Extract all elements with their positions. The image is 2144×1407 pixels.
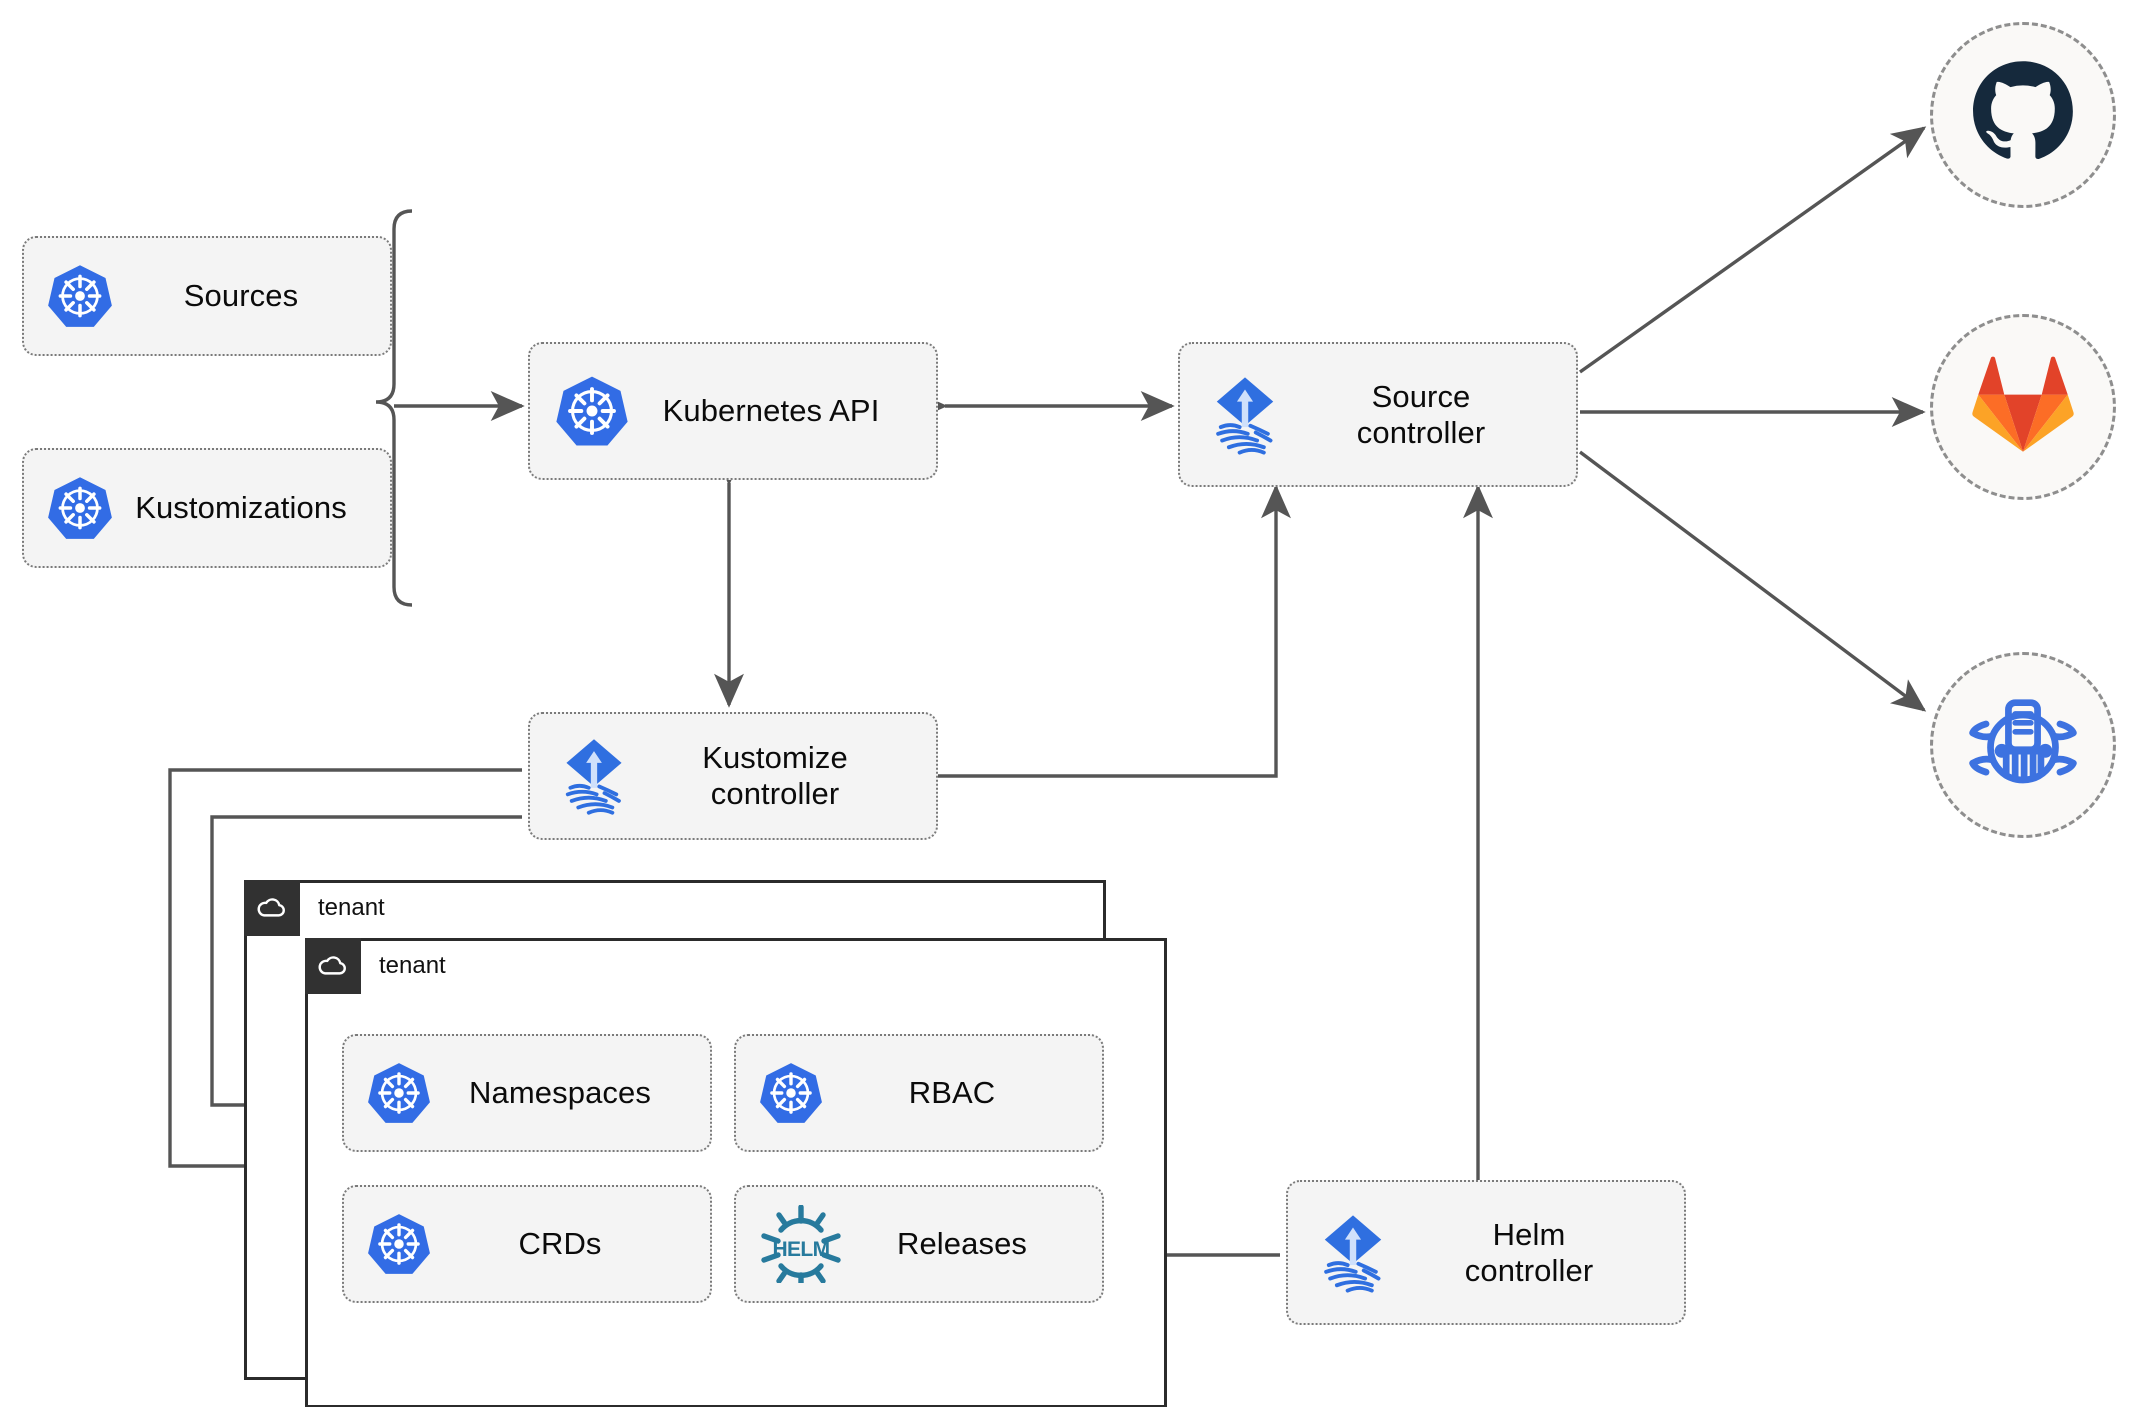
kubernetes-icon [554,373,630,449]
node-label: CRDs [518,1226,602,1262]
chart-repository-icon [1967,687,2079,804]
kubernetes-icon [46,262,114,330]
tenant-label-outer: tenant [318,894,385,921]
provider-chart-repository[interactable] [1930,652,2116,838]
kubernetes-icon [758,1060,824,1126]
edge-kustomizectrl-sourcectrl [938,484,1291,778]
tenant-frame-inner: tenant [305,938,1167,1407]
node-label: Sources [183,278,299,314]
flux-icon [552,734,636,818]
provider-github[interactable] [1930,22,2116,208]
node-rbac[interactable]: RBAC [734,1034,1104,1152]
gitlab-icon [1971,356,2075,459]
node-kubernetes-api[interactable]: Kubernetes API [528,342,938,480]
node-label: Kustomize controller [702,740,848,811]
node-label: Namespaces [469,1075,651,1111]
node-label: Helm controller [1464,1216,1594,1288]
kubernetes-icon [366,1211,432,1277]
svg-text:HELM: HELM [772,1238,829,1261]
tenant-label-inner: tenant [379,952,446,979]
kubernetes-icon [46,474,114,542]
node-kustomizations[interactable]: Kustomizations [22,448,392,568]
node-label: Releases [896,1226,1028,1262]
node-label: RBAC [908,1075,996,1111]
edge-sourcectrl-chartrepo [1578,450,1927,712]
provider-gitlab[interactable] [1930,314,2116,500]
node-label: Kubernetes API [662,393,880,429]
tenant-tab-outer: tenant [244,880,385,936]
edge-sourcectrl-github [1579,126,1927,374]
github-icon [1969,59,2077,172]
node-label: Source controller [1356,378,1486,450]
node-sources[interactable]: Sources [22,236,392,356]
cloud-icon [244,880,300,936]
flux-icon [1310,1210,1396,1296]
node-releases[interactable]: HELM Releases [734,1185,1104,1303]
helm-icon: HELM [758,1205,844,1283]
cloud-icon [305,938,361,994]
node-kustomize-controller[interactable]: Kustomize controller [528,712,938,840]
flux-icon [1202,372,1288,458]
node-namespaces[interactable]: Namespaces [342,1034,712,1152]
node-label: Kustomizations [135,490,347,526]
kubernetes-icon [366,1060,432,1126]
tenant-tab-inner: tenant [305,938,446,994]
node-crds[interactable]: CRDs [342,1185,712,1303]
node-source-controller[interactable]: Source controller [1178,342,1578,487]
node-helm-controller[interactable]: Helm controller [1286,1180,1686,1325]
